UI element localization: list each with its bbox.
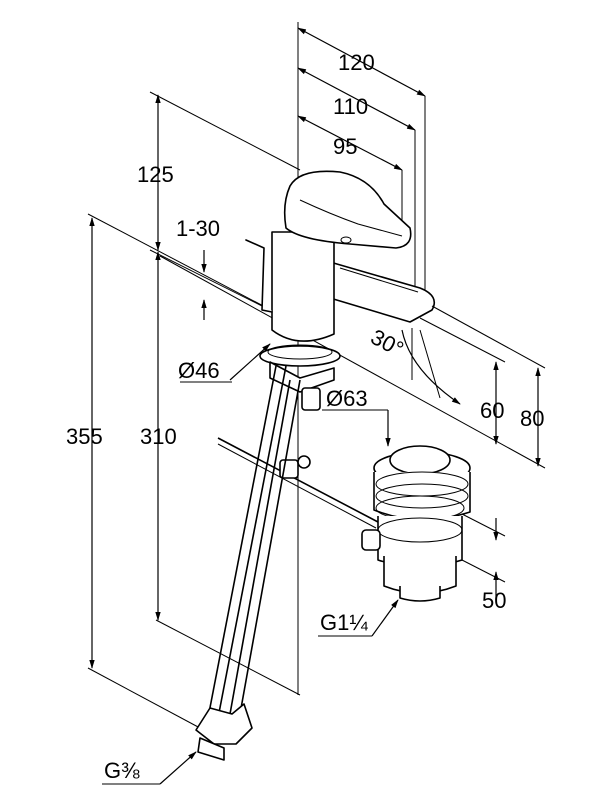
label-120: 120 <box>338 50 375 75</box>
label-125: 125 <box>137 162 174 187</box>
dimension-g3-8: G⅜ <box>102 751 197 785</box>
label-1-30: 1-30 <box>176 216 220 241</box>
dimension-50: 50 <box>461 513 506 613</box>
label-g1-1-4: G1¼ <box>320 610 368 635</box>
dimension-30-degree: 30° <box>367 324 461 405</box>
label-310: 310 <box>140 424 177 449</box>
dimension-60: 60 <box>419 317 506 445</box>
pop-up-waste <box>361 445 471 602</box>
dimension-80: 80 <box>431 305 546 467</box>
dimension-110: 110 <box>297 67 416 300</box>
supply-hoses <box>195 365 301 761</box>
dimension-125: 125 <box>137 91 301 251</box>
dimension-95: 95 <box>297 115 403 232</box>
label-110: 110 <box>333 94 368 119</box>
label-30-degree: 30° <box>367 324 408 362</box>
label-60: 60 <box>480 398 504 423</box>
label-95: 95 <box>333 134 357 159</box>
label-80: 80 <box>520 406 544 431</box>
dimension-1-30: 1-30 <box>149 216 271 320</box>
countertop-line <box>159 255 546 469</box>
dimension-63: Ø63 <box>322 386 391 447</box>
dimension-310: 310 <box>140 251 301 696</box>
dimension-g1-1-4: G1¼ <box>318 599 399 637</box>
dimension-46: Ø46 <box>178 343 271 383</box>
dimension-355: 355 <box>66 213 291 729</box>
label-50: 50 <box>482 588 506 613</box>
label-63: Ø63 <box>326 386 368 411</box>
faucet-body <box>245 170 436 411</box>
label-46: Ø46 <box>178 358 220 383</box>
label-g3-8: G⅜ <box>104 758 140 783</box>
label-355: 355 <box>66 424 103 449</box>
